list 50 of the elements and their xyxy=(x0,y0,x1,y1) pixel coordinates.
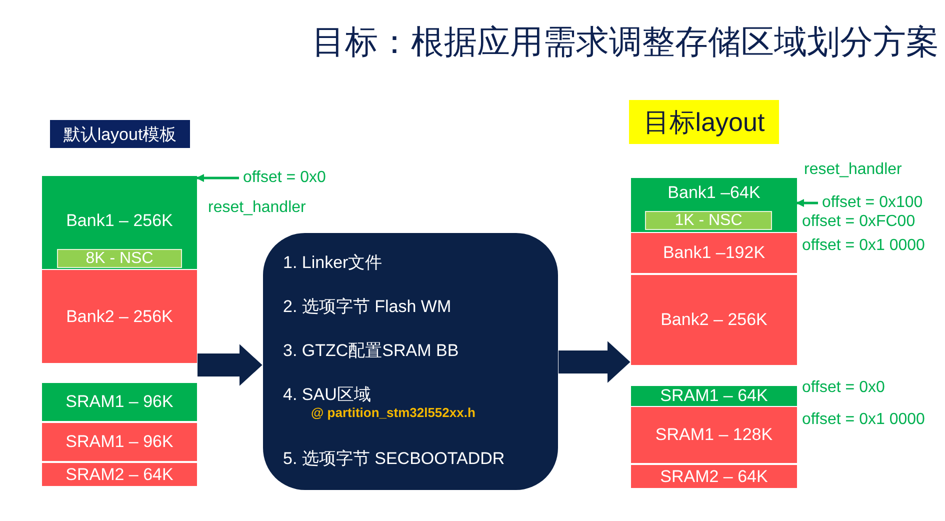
offset-text: offset = 0x100 xyxy=(822,192,945,214)
slide-title: 目标：根据应用需求调整存储区域划分方案 xyxy=(312,22,939,62)
step-text: 5. 选项字节 SECBOOTADDR xyxy=(283,448,505,470)
memory-block xyxy=(631,233,797,273)
memory-block xyxy=(42,463,197,486)
block-arrow xyxy=(558,338,632,386)
block-label: 目标layout xyxy=(643,106,765,138)
offset-text: offset = 0x0 xyxy=(243,167,343,189)
handler-text: reset_handler xyxy=(208,199,306,217)
block-label: SRAM2 – 64K xyxy=(660,466,768,486)
block-label: Bank2 – 256K xyxy=(66,306,173,326)
memory-block xyxy=(631,275,797,365)
memory-block xyxy=(631,178,797,232)
offset-text: offset = 0x0 xyxy=(802,379,885,397)
step-text: 3. GTZC配置SRAM BB xyxy=(283,340,459,362)
block-label: 默认layout模板 xyxy=(63,124,177,146)
block-label: Bank1 –192K xyxy=(662,243,766,263)
memory-block xyxy=(631,386,797,406)
step-text: 1. Linker文件 xyxy=(283,252,382,274)
block-label: 1K - NSC xyxy=(674,212,742,230)
offset-text: offset = 0x1 0000 xyxy=(802,411,925,429)
offset-text: offset = 0xFC00 xyxy=(802,213,916,231)
step-text: 4. SAU区域 xyxy=(283,384,371,406)
block-label: SRAM2 – 64K xyxy=(66,464,174,484)
memory-block xyxy=(42,270,197,363)
offset-text: offset = 0x1 0000 xyxy=(802,237,925,255)
memory-block xyxy=(42,383,197,421)
memory-block xyxy=(645,211,772,230)
block-label: SRAM1 – 128K xyxy=(655,425,773,445)
arrow xyxy=(196,174,239,182)
file-note: @ partition_stm32l552xx.h xyxy=(311,405,476,420)
memory-block xyxy=(57,249,182,268)
memory-block xyxy=(631,465,797,488)
block-label: SRAM1 – 96K xyxy=(66,392,174,412)
memory-block xyxy=(631,407,797,463)
step-text: 2. 选项字节 Flash WM xyxy=(283,296,452,318)
heading-band xyxy=(50,120,190,148)
block-label: 8K - NSC xyxy=(86,250,154,268)
memory-block xyxy=(42,423,197,461)
block-label: SRAM1 – 96K xyxy=(66,432,174,452)
handler-text: reset_handler xyxy=(804,161,902,179)
arrow xyxy=(796,199,818,207)
memory-block xyxy=(42,176,197,269)
heading-band xyxy=(629,100,779,144)
block-label: Bank1 – 256K xyxy=(65,211,174,231)
block-label: SRAM1 – 64K xyxy=(660,386,768,406)
steps-panel xyxy=(263,233,558,490)
block-arrow xyxy=(196,342,264,388)
block-label: Bank1 –64K xyxy=(666,183,762,203)
block-label: Bank2 – 256K xyxy=(660,310,768,330)
